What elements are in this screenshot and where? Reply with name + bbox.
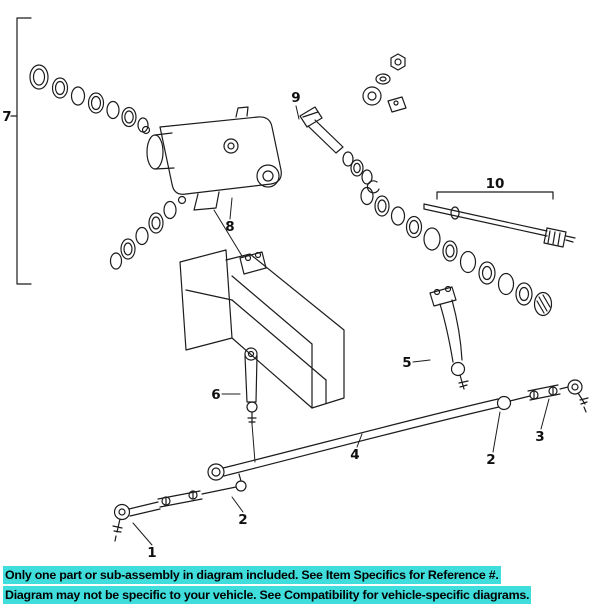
callout-3: 3	[535, 429, 544, 445]
callout-4: 4	[350, 447, 359, 463]
idler-arm	[429, 285, 469, 390]
disclaimer-row: Diagram may not be specific to your vehi…	[3, 585, 609, 605]
seal-kit-bracket	[10, 17, 32, 285]
disclaimer-banner: Only one part or sub-assembly in diagram…	[0, 563, 612, 612]
callout-8: 8	[225, 219, 234, 235]
callouts: 7 9 8 10 5 6 4 1 2 2 3	[2, 90, 550, 561]
parts-diagram: 7 9 8 10 5 6 4 1 2 2 3	[2, 17, 589, 561]
seal-rings-lower	[109, 195, 187, 270]
callout-2-left: 2	[238, 512, 247, 528]
callout-2-right: 2	[486, 452, 495, 468]
callout-6: 6	[211, 387, 220, 403]
tie-rod-right	[509, 379, 589, 413]
seal-rings-upper	[29, 64, 149, 133]
callout-7: 7	[2, 109, 11, 125]
frame-crossmember	[179, 249, 345, 409]
sector-shaft-assembly	[423, 191, 576, 248]
steering-gear-housing	[141, 106, 282, 257]
bearing-rings-right	[360, 186, 553, 317]
pitman-arm	[244, 347, 258, 463]
tie-rod-left	[112, 473, 247, 542]
input-shaft	[299, 106, 380, 194]
center-link	[207, 395, 512, 481]
disclaimer-row: Only one part or sub-assembly in diagram…	[3, 565, 609, 585]
disclaimer-line-2: Diagram may not be specific to your vehi…	[3, 586, 532, 604]
callout-10: 10	[486, 176, 505, 192]
callout-1: 1	[147, 545, 156, 561]
cover-and-fasteners	[362, 53, 407, 113]
disclaimer-line-1: Only one part or sub-assembly in diagram…	[3, 566, 501, 584]
callout-9: 9	[291, 90, 300, 106]
callout-5: 5	[402, 355, 411, 371]
